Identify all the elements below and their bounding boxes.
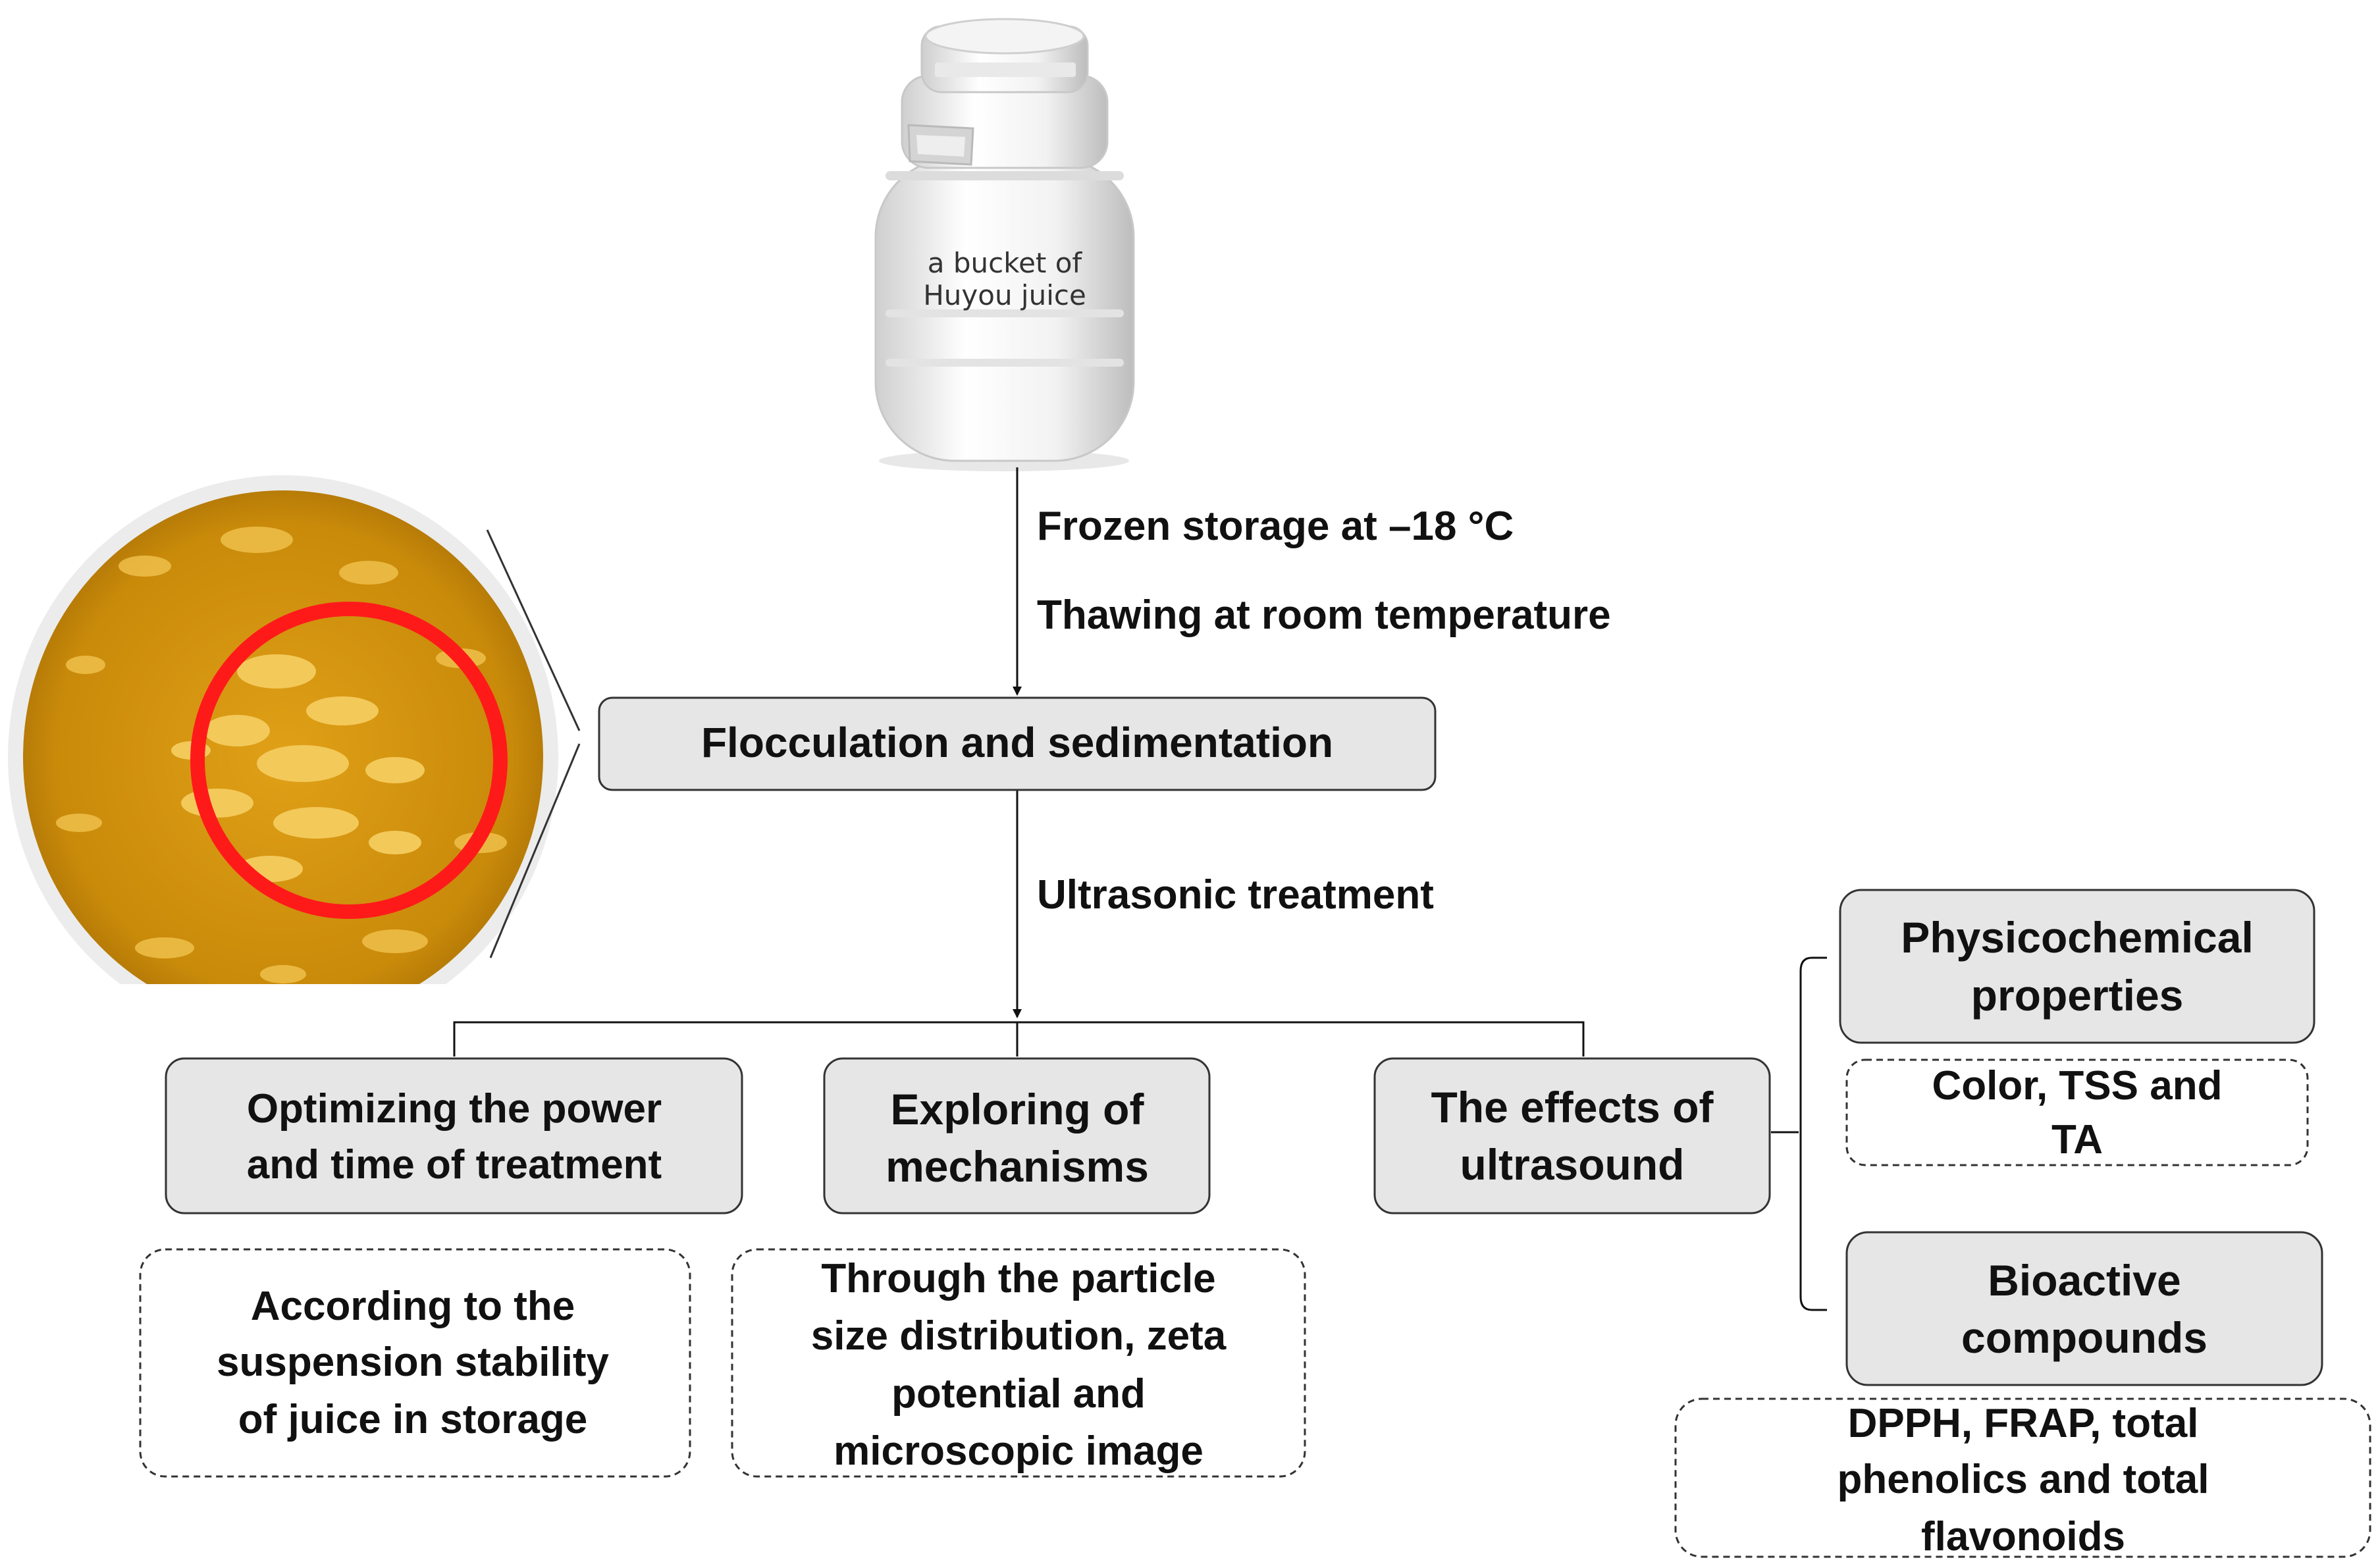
juice-dish-photo [8, 475, 558, 984]
physicochemical-detail-line2: TA [2051, 1117, 2103, 1162]
bioactive-detail-line2: phenolics and total [1838, 1457, 2209, 1502]
effects-box [1373, 1057, 1771, 1214]
physicochemical-detail-line1: Color, TSS and [1932, 1063, 2223, 1109]
bioactive-title-line2: compounds [1961, 1313, 2208, 1362]
effects-title-line2: ultrasound [1460, 1140, 1685, 1189]
mechanisms-detail-line4: microscopic image [833, 1428, 1203, 1474]
step-thawing: Thawing at room temperature [1037, 592, 1611, 638]
bucket-illustration [874, 18, 1135, 471]
bioactive-box [1845, 1231, 2323, 1386]
optimizing-box [165, 1057, 743, 1214]
mechanisms-title-line2: mechanisms [886, 1142, 1149, 1191]
branch-connector [453, 1021, 1585, 1057]
bucket-label-line1: a bucket of [928, 247, 1083, 279]
step-frozen-storage: Frozen storage at –18 °C [1037, 504, 1514, 549]
optimizing-title-line2: and time of treatment [247, 1142, 662, 1188]
optimizing-detail-line2: suspension stability [217, 1340, 610, 1385]
optimizing-detail-box [139, 1248, 691, 1478]
bioactive-detail-line1: DPPH, FRAP, total [1848, 1401, 2199, 1446]
mechanisms-box [823, 1057, 1211, 1214]
mechanisms-detail-box [731, 1248, 1306, 1478]
mechanisms-detail-line1: Through the particle [821, 1256, 1215, 1301]
effects-bracket [1799, 956, 1827, 1311]
physicochemical-title-line1: Physicochemical [1901, 913, 2254, 962]
physicochemical-title-line2: properties [1971, 971, 2184, 1020]
effects-title-line1: The effects of [1431, 1083, 1714, 1132]
bioactive-title-line1: Bioactive [1988, 1256, 2181, 1305]
physicochemical-box [1839, 889, 2315, 1044]
mechanisms-detail-line3: potential and [891, 1371, 1146, 1417]
bioactive-detail-line3: flavonoids [1921, 1514, 2125, 1559]
bioactive-detail-box [1674, 1397, 2371, 1558]
physicochemical-detail-box [1845, 1058, 2309, 1166]
mechanisms-detail-line2: size distribution, zeta [811, 1313, 1227, 1359]
zoom-line-top [486, 529, 581, 731]
mechanisms-title-line1: Exploring of [891, 1085, 1145, 1134]
optimizing-title-line1: Optimizing the power [247, 1086, 662, 1132]
optimizing-detail-line3: of juice in storage [238, 1397, 588, 1442]
zoom-line-bottom [489, 743, 581, 958]
bucket-label-line2: Huyou juice [923, 279, 1086, 311]
flocculation-label: Flocculation and sedimentation [701, 719, 1333, 766]
highlight-ring [190, 602, 508, 919]
flocculation-box [598, 696, 1437, 791]
optimizing-detail-line1: According to the [251, 1284, 575, 1329]
step-ultrasonic-treatment: Ultrasonic treatment [1037, 872, 1434, 918]
